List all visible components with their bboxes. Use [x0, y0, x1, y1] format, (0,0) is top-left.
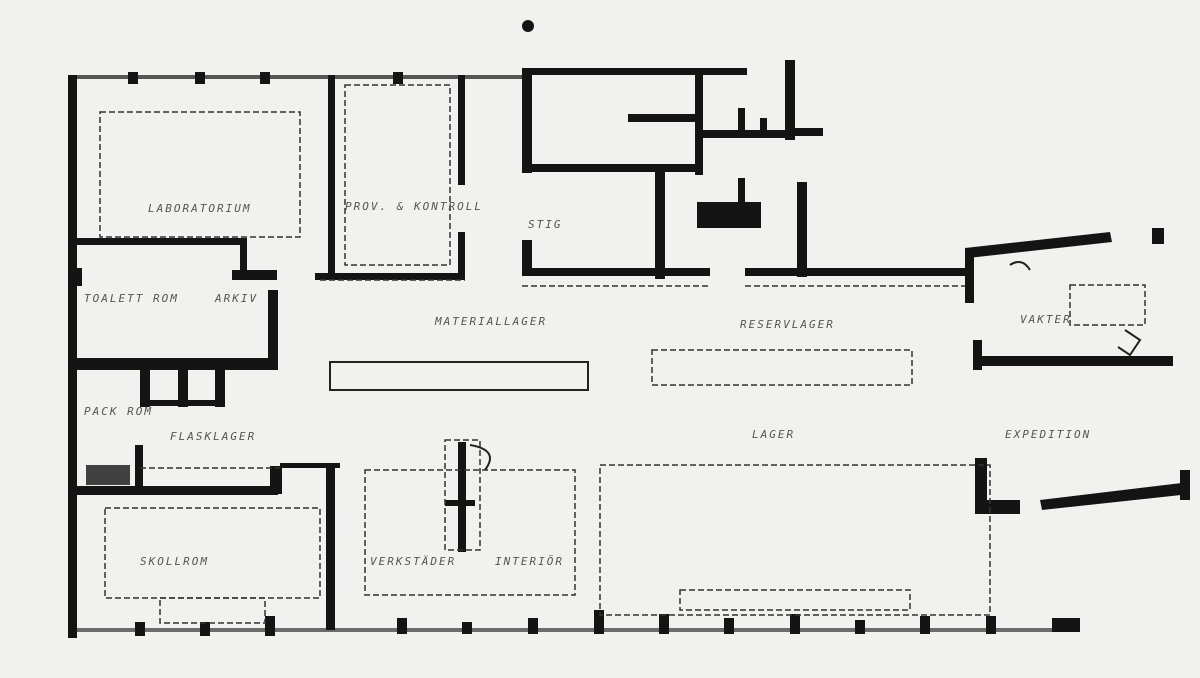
walls	[68, 20, 1190, 638]
room-label-toalett: TOALETT ROM	[84, 292, 179, 305]
fixtures	[99, 84, 1146, 624]
room-label-interior: INTERIÖR	[495, 555, 564, 568]
room-label-prov-kontroll: PROV. & KONTROLL	[345, 200, 483, 213]
room-label-laboratorium: LABORATORIUM	[148, 202, 251, 215]
room-label-skolrom: SKOLLROM	[140, 555, 209, 568]
room-label-flasklager: FLASKLAGER	[170, 430, 256, 443]
room-label-arkiv: ARKIV	[214, 292, 258, 305]
room-label-expedition: EXPEDITION	[1005, 428, 1091, 441]
room-label-vakt: VAKTER	[1020, 313, 1072, 326]
room-label-reservlager: RESERVLAGER	[740, 318, 835, 331]
room-label-materiallager: MATERIALLAGER	[434, 315, 547, 328]
room-label-hall: LAGER	[752, 428, 795, 441]
room-label-trappa: STIG	[528, 218, 563, 231]
room-label-verkstad: VERKSTÄDER	[370, 555, 456, 568]
room-label-pack: PACK ROM	[84, 405, 153, 418]
room-labels: LABORATORIUM PROV. & KONTROLL STIG TOALE…	[84, 200, 1091, 568]
